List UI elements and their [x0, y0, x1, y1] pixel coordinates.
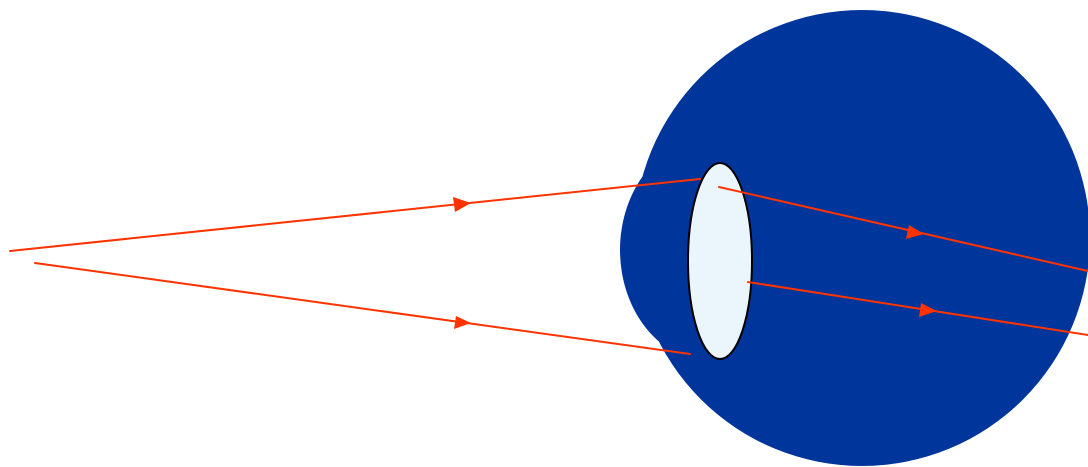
incoming-ray-upper [10, 179, 700, 251]
incoming-ray-lower [35, 263, 690, 354]
incoming-rays [10, 179, 700, 354]
incoming-ray-upper-arrow [453, 197, 471, 212]
incoming-ray-lower-arrow [454, 316, 471, 329]
